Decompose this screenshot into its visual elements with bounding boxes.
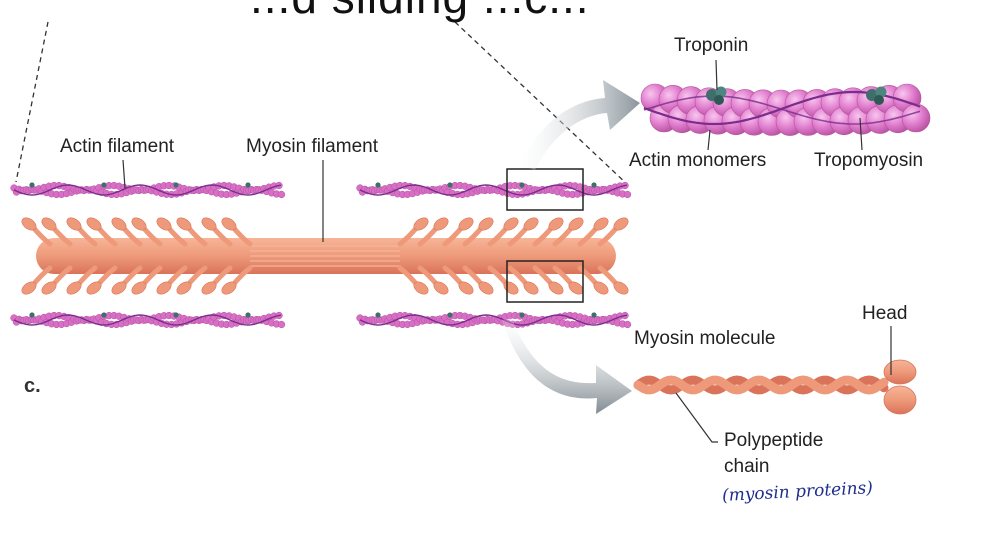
- leader-actin-filament: [122, 159, 126, 189]
- myosin-head: [613, 281, 629, 295]
- label-tropomyosin: Tropomyosin: [814, 150, 924, 171]
- troponin-dot: [519, 312, 525, 318]
- label-actin-monomers: Actin monomers: [629, 150, 767, 171]
- troponin-dot: [447, 312, 453, 318]
- troponin-dot: [245, 182, 251, 188]
- actin-detail-zoom: [640, 83, 931, 136]
- myosin-head: [593, 281, 609, 295]
- actin-filament-strand: [10, 311, 286, 329]
- zoom-box-myosin: [506, 260, 584, 303]
- myosin-head: [201, 217, 217, 231]
- myosin-head: [568, 217, 584, 231]
- leader-troponin: [715, 59, 718, 91]
- myosin-head: [433, 217, 449, 231]
- troponin-dot: [29, 312, 35, 318]
- label-troponin: Troponin: [674, 35, 749, 56]
- myosin-head: [458, 281, 474, 295]
- myosin-head: [176, 217, 192, 231]
- arrow-to-myosin-detail: [502, 318, 632, 414]
- panel-label: c.: [24, 375, 41, 397]
- myosin-head: [41, 281, 57, 295]
- troponin-dot: [375, 182, 381, 188]
- myosin-head: [111, 281, 127, 295]
- myosin-head: [478, 281, 494, 295]
- label-actin-filament: Actin filament: [60, 136, 175, 157]
- myosin-head: [221, 281, 237, 295]
- myosin-head: [221, 217, 237, 231]
- troponin-dot: [519, 182, 525, 188]
- troponin-dot: [447, 182, 453, 188]
- troponin-complex: [866, 86, 887, 105]
- myosin-head: [523, 281, 539, 295]
- troponin-dot: [29, 182, 35, 188]
- myosin-head: [21, 281, 37, 295]
- label-polypeptide-line1: Polypeptide: [724, 430, 824, 451]
- myosin-head: [413, 281, 429, 295]
- troponin-dot: [101, 312, 107, 318]
- myosin-head: [413, 217, 429, 231]
- myosin-head: [478, 217, 494, 231]
- tropomyosin-strand: [643, 95, 921, 125]
- label-myosin-filament: Myosin filament: [246, 136, 378, 157]
- myosin-filament: [21, 217, 629, 295]
- myosin-molecule-zoom: [633, 359, 917, 415]
- troponin-dot: [101, 182, 107, 188]
- actin-filament-strand: [356, 311, 632, 329]
- myosin-head: [433, 281, 449, 295]
- myosin-head: [66, 281, 82, 295]
- zoom-dashed-line-left: [15, 21, 49, 183]
- troponin-dot: [245, 312, 251, 318]
- leader-actin-monomers: [707, 129, 711, 151]
- myosin-head: [593, 217, 609, 231]
- arrow-to-actin-detail: [520, 80, 640, 170]
- myosin-head: [548, 217, 564, 231]
- zoom-box-actin: [506, 168, 584, 211]
- actin-filament-strand: [10, 181, 286, 199]
- troponin-dot: [375, 312, 381, 318]
- myosin-head: [523, 217, 539, 231]
- label-head: Head: [862, 303, 908, 324]
- label-myosin-molecule: Myosin molecule: [634, 328, 776, 349]
- myosin-head: [503, 217, 519, 231]
- myosin-head: [613, 217, 629, 231]
- label-polypeptide-line2: chain: [724, 456, 770, 477]
- myosin-head: [201, 281, 217, 295]
- polypeptide-chain: [633, 375, 889, 395]
- leader-polypeptide: [675, 392, 718, 443]
- myosin-head: [458, 217, 474, 231]
- actin-filament-strand: [356, 181, 632, 199]
- myosin-head: [21, 217, 37, 231]
- leader-tropomyosin: [859, 117, 863, 151]
- troponin-complex: [706, 86, 727, 105]
- myosin-head: [156, 281, 172, 295]
- myosin-head: [548, 281, 564, 295]
- header-title-fragment: ...d sliding ...c...: [250, 0, 590, 24]
- myosin-head: [66, 217, 82, 231]
- myosin-head: [883, 385, 917, 415]
- myosin-head: [111, 217, 127, 231]
- myosin-head: [176, 281, 192, 295]
- troponin-dot: [173, 182, 179, 188]
- myosin-head: [131, 217, 147, 231]
- troponin-dot: [591, 312, 597, 318]
- troponin-dot: [591, 182, 597, 188]
- actin-monomer: [901, 103, 931, 133]
- troponin-dot: [173, 312, 179, 318]
- zoom-dashed-line-right: [454, 21, 629, 186]
- myosin-head: [156, 217, 172, 231]
- myosin-head: [41, 217, 57, 231]
- myosin-head: [86, 217, 102, 231]
- myosin-head: [883, 359, 917, 385]
- myosin-head: [86, 281, 102, 295]
- myosin-head: [131, 281, 147, 295]
